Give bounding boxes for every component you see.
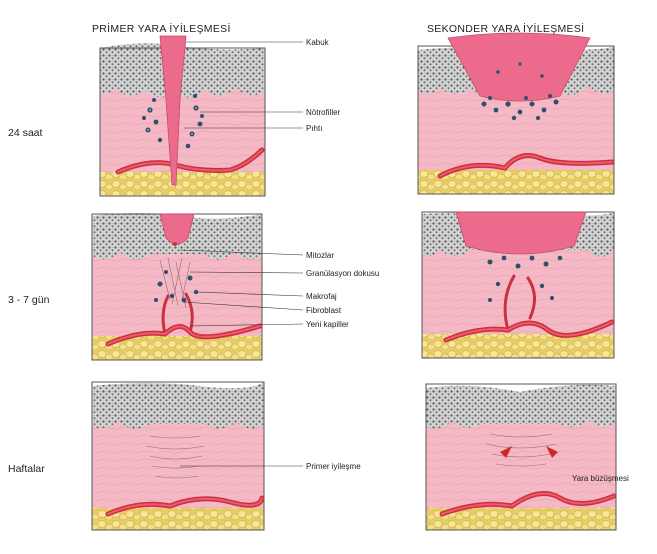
row-label-3-7d: 3 - 7 gün	[8, 294, 50, 306]
label-primer-iyilesme: Primer iyileşme	[306, 462, 361, 471]
panel-secondary-weeks	[425, 383, 617, 531]
label-yeni-kapiller: Yeni kapiller	[306, 320, 349, 329]
label-mitozlar: Mitozlar	[306, 251, 334, 260]
label-kabuk: Kabuk	[306, 38, 330, 47]
label-makrofaj: Makrofaj	[306, 292, 337, 301]
label-fibroblast: Fibroblast	[306, 306, 342, 315]
panel-primary-weeks	[91, 381, 265, 531]
panel-secondary-24h	[417, 32, 615, 195]
secondary-header: SEKONDER YARA İYİLEŞMESİ	[427, 22, 584, 35]
panel-primary-24h	[99, 35, 266, 197]
row-label-24h: 24 saat	[8, 127, 43, 139]
panel-secondary-3-7d	[421, 211, 615, 359]
label-granulasyon: Granülasyon dokusu	[306, 269, 379, 278]
label-pihti: Pıhtı	[306, 124, 322, 133]
label-yara-buzulmesi: Yara büzüşmesi	[572, 474, 629, 483]
panel-primary-3-7d	[91, 213, 263, 361]
label-notrofiller: Nötrofiller	[306, 108, 341, 117]
row-label-weeks: Haftalar	[8, 463, 45, 475]
primary-header: PRİMER YARA İYİLEŞMESİ	[92, 22, 231, 35]
